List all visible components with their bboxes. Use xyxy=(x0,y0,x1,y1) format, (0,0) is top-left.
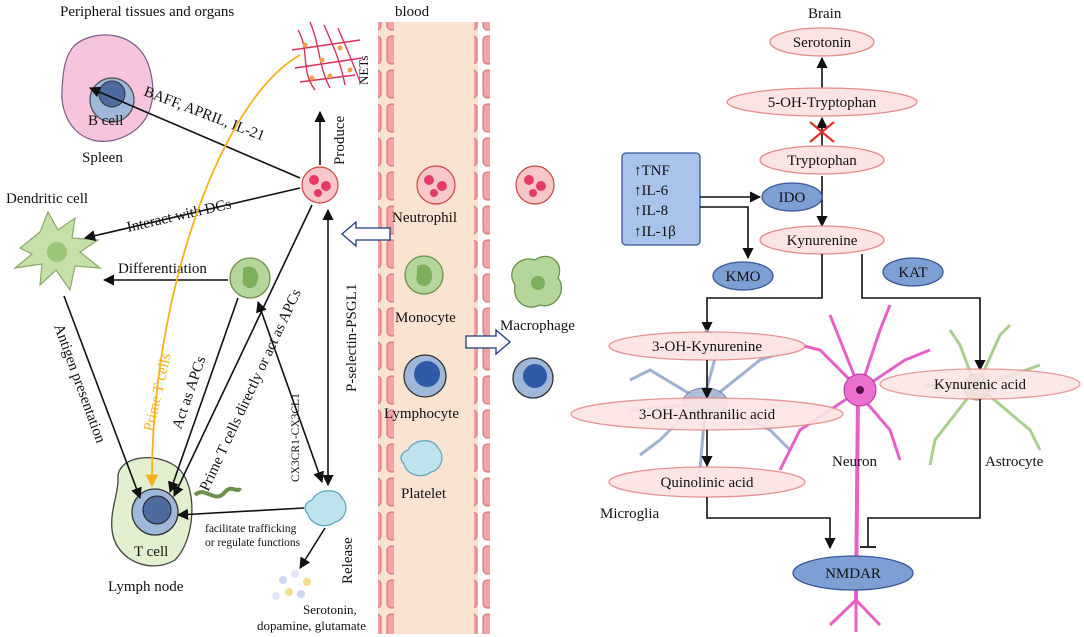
nets-dots xyxy=(302,42,353,81)
kmo-label: KMO xyxy=(725,269,760,285)
lymphocyte-outside xyxy=(512,357,554,399)
dendritic-cell-label: Dendritic cell xyxy=(6,191,88,207)
facilitate-label-2: or regulate functions xyxy=(205,537,301,549)
lymphocyte-label: Lymphocyte xyxy=(384,406,459,422)
release-label: Release xyxy=(340,537,356,584)
differentiation-label: Differentiation xyxy=(118,261,207,277)
serotonin-label: Serotonin xyxy=(793,35,852,51)
platelet-label: Platelet xyxy=(401,486,447,502)
act-apc-label: Act as APCs xyxy=(170,354,210,431)
inhibit-kyna-nmdar xyxy=(867,399,981,546)
oh-tryptophan-node xyxy=(726,87,918,117)
lymphocyte-tail xyxy=(193,486,242,499)
arrow-cytokine-kmo xyxy=(700,206,754,260)
tryptophan-label: Tryptophan xyxy=(787,153,857,169)
platelet-periphery xyxy=(304,490,347,527)
arrow-facilitate xyxy=(176,507,305,521)
dendritic-cell xyxy=(12,210,102,292)
kat-label: KAT xyxy=(898,265,927,281)
brain-title: Brain xyxy=(808,6,842,22)
tryptophan-node xyxy=(759,145,885,175)
release-granules xyxy=(272,570,311,600)
oh-kyn-label: 3-OH-Kynurenine xyxy=(652,339,762,355)
oh-anth-label: 3-OH-Anthranilic acid xyxy=(639,407,776,423)
quin-label: Quinolinic acid xyxy=(661,475,754,491)
arrow-prime-yellow xyxy=(145,54,301,488)
neutrophil-vessel xyxy=(416,165,456,205)
cytokine-il6: ↑IL-6 xyxy=(634,183,669,199)
kyna-label: Kynurenic acid xyxy=(934,377,1027,393)
pselectin-label: P-selectin-PSGL1 xyxy=(344,284,360,392)
nmdar-label: NMDAR xyxy=(825,566,881,582)
prime-yellow-label: Prime T cells xyxy=(141,352,174,433)
neuron-nucleus xyxy=(856,386,864,394)
ido-label: IDO xyxy=(779,190,806,206)
arrow-prime-direct xyxy=(173,204,313,498)
release-products-line1: Serotonin, xyxy=(303,602,357,617)
macrophage-label: Macrophage xyxy=(500,318,575,334)
lymphocyte-vessel xyxy=(403,354,447,398)
arrow-cx3 xyxy=(256,300,324,484)
microglia-label: Microglia xyxy=(600,506,659,522)
cytokine-il1b: ↑IL-1β xyxy=(634,224,676,240)
arrow-to-kyna xyxy=(861,254,986,372)
cx3-label: CX3CR1-CX3CL1 xyxy=(290,393,302,482)
cytokine-tnf: ↑TNF xyxy=(634,163,670,179)
astrocyte-label: Astrocyte xyxy=(985,454,1044,470)
hollow-arrow-macrophage xyxy=(465,328,511,356)
blood-vessel xyxy=(378,22,490,634)
neutrophil-label: Neutrophil xyxy=(392,210,457,226)
monocyte-vessel xyxy=(404,255,444,295)
peripheral-title: Peripheral tissues and organs xyxy=(60,4,234,20)
kmo-enzyme xyxy=(712,261,774,291)
arrow-quin-nmdar xyxy=(706,497,836,550)
oh-tryptophan-label: 5-OH-Tryptophan xyxy=(768,95,877,111)
antigen-label: Antigen presentation xyxy=(50,322,108,446)
hollow-arrow-out xyxy=(341,220,391,248)
baff-label: BAFF, APRIL, IL-21 xyxy=(142,84,267,145)
interact-label: Interact with DCs xyxy=(125,196,233,236)
platelet-vessel xyxy=(400,440,443,477)
spleen-label: Spleen xyxy=(82,150,123,166)
arrow-act-apc xyxy=(168,297,239,494)
blocked-cross-icon xyxy=(809,121,835,143)
monocyte-periphery xyxy=(229,257,271,299)
release-products-line2: dopamine, glutamate xyxy=(257,618,366,633)
facilitate-label-1: facilitate trafficking xyxy=(205,523,297,535)
nets-label: NETs xyxy=(356,56,371,85)
neuron-label: Neuron xyxy=(832,454,877,470)
neutrophil-hub xyxy=(301,166,339,204)
lymph-node-label: Lymph node xyxy=(108,579,184,595)
ido-enzyme xyxy=(761,182,823,212)
arrow-baff xyxy=(88,86,301,179)
monocyte-label: Monocyte xyxy=(395,310,456,326)
b-cell-label: B cell xyxy=(88,113,123,129)
neutrophil-outside xyxy=(515,165,555,205)
cytokine-box xyxy=(621,152,701,246)
t-cell-label: T cell xyxy=(134,544,168,560)
nets-icon xyxy=(291,21,363,91)
arrow-release xyxy=(299,527,326,569)
arrow-to-oh-kyn xyxy=(701,254,823,334)
arrow-antigen xyxy=(63,295,142,500)
arrow-interact xyxy=(83,187,301,242)
blood-title: blood xyxy=(395,4,430,20)
serotonin-node xyxy=(769,27,875,57)
nmdar-node xyxy=(792,555,914,591)
produce-label: Produce xyxy=(332,116,348,165)
kynurenine-label: Kynurenine xyxy=(787,233,858,249)
kat-enzyme xyxy=(882,257,944,287)
macrophage xyxy=(511,255,563,308)
cytokine-il8: ↑IL-8 xyxy=(634,203,668,219)
